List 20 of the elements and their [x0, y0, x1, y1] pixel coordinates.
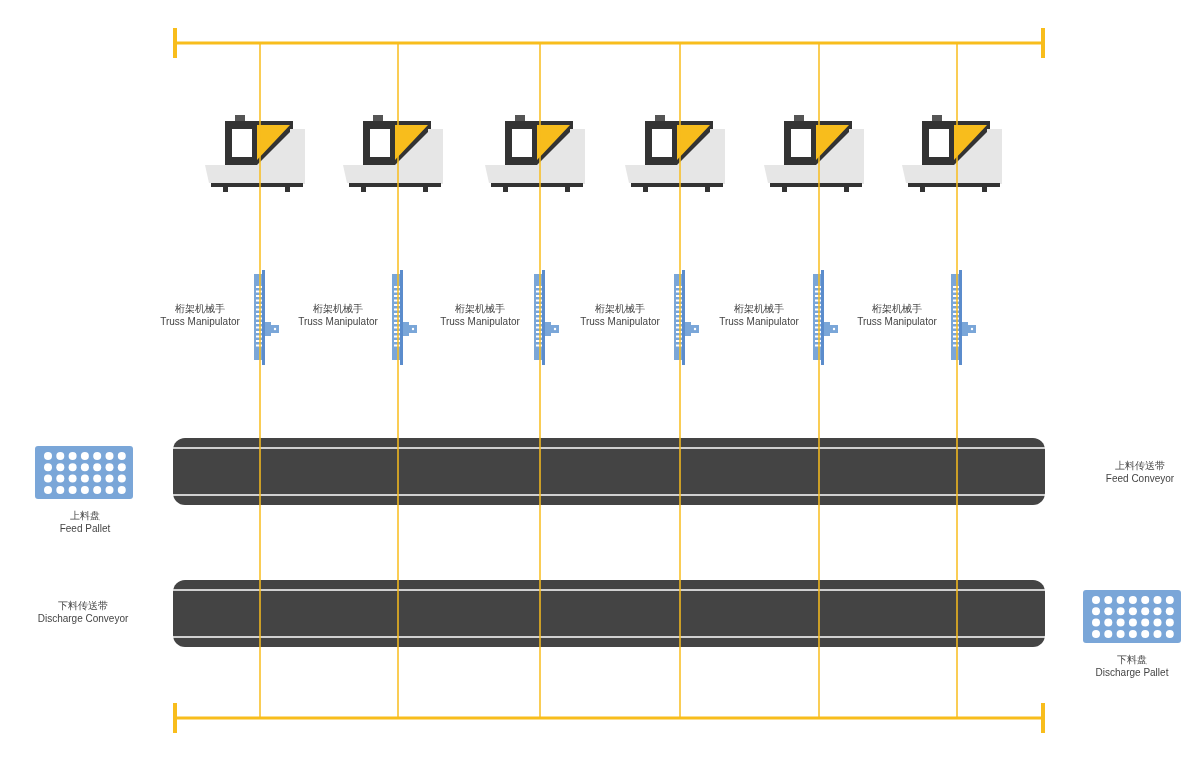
chinese-label: 下料盘 [1116, 653, 1148, 666]
english-label: Truss Manipulator [718, 315, 800, 328]
english-caption: Feed Conveyor [1104, 472, 1176, 485]
chinese-caption: 上料传送带 [1114, 459, 1166, 472]
english-label: Feed Pallet [58, 522, 112, 535]
english-label: Truss Manipulator [579, 315, 661, 328]
chinese-caption: 下料传送带 [57, 599, 109, 612]
english-caption: Discharge Conveyor [36, 612, 130, 625]
chinese-label: 桁架机械手 [733, 302, 785, 315]
chinese-label: 桁架机械手 [594, 302, 646, 315]
english-label: Truss Manipulator [856, 315, 938, 328]
english-label: Truss Manipulator [159, 315, 241, 328]
chinese-label: 上料盘 [69, 509, 101, 522]
english-label: Truss Manipulator [297, 315, 379, 328]
english-label: Truss Manipulator [439, 315, 521, 328]
chinese-label: 桁架机械手 [174, 302, 226, 315]
chinese-label: 桁架机械手 [454, 302, 506, 315]
chinese-label: 桁架机械手 [871, 302, 923, 315]
chinese-label: 桁架机械手 [312, 302, 364, 315]
english-label: Discharge Pallet [1094, 666, 1170, 679]
